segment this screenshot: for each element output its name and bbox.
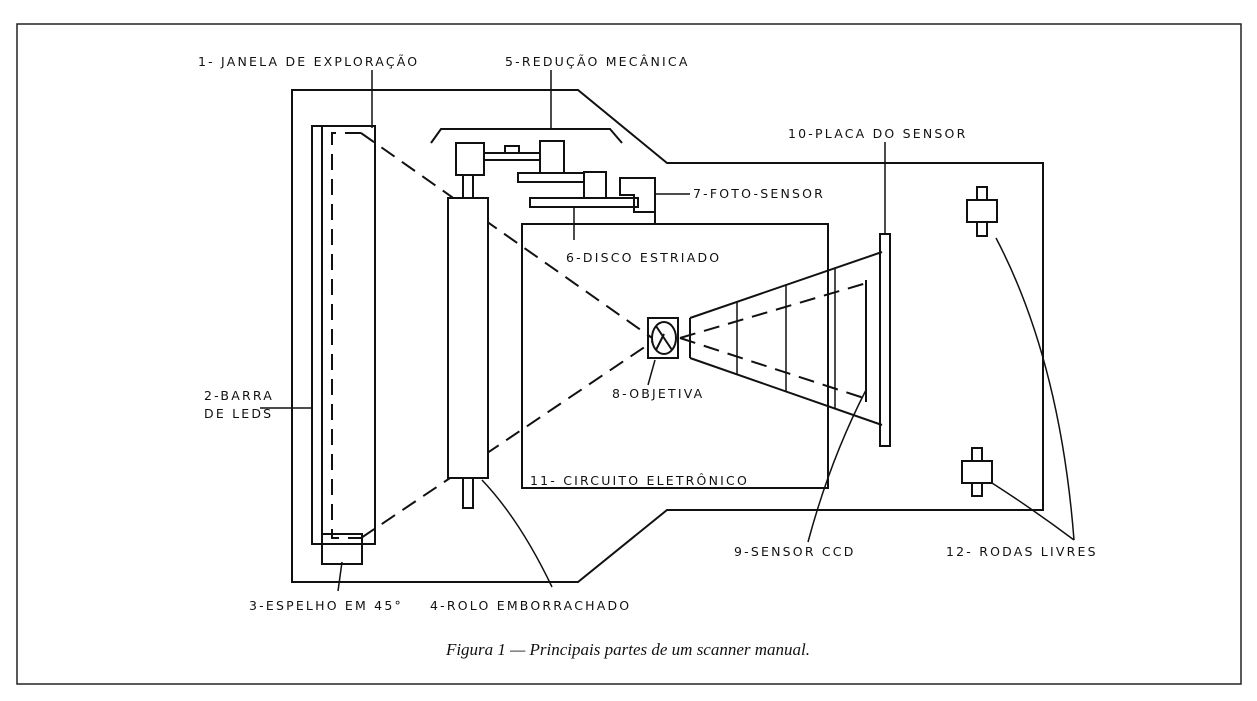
reduction-housing [430, 128, 623, 144]
photo-sensor [619, 177, 656, 224]
gear-link [483, 152, 541, 161]
objective-housing [647, 317, 679, 359]
wheel-lower [961, 447, 993, 497]
optical-path-upper [360, 132, 656, 341]
scan-line [331, 132, 361, 539]
label-led-bar-line1: 2-BARRA [204, 388, 274, 403]
leader-8 [647, 359, 656, 386]
sensor-board [879, 233, 891, 447]
figure-frame [16, 23, 1242, 685]
label-photo-sensor: 7-FOTO-SENSOR [693, 186, 825, 201]
label-mechanical-reduction: 5-REDUÇÃO MECÂNICA [505, 54, 690, 69]
leader-3 [337, 561, 343, 592]
scanning-window [321, 125, 376, 545]
label-rubber-roller: 4-ROLO EMBORRACHADO [430, 598, 631, 613]
label-objective: 8-OBJETIVA [612, 386, 704, 401]
gear-upper [583, 171, 607, 199]
label-scanning-window: 1- JANELA DE EXPLORAÇÃO [198, 54, 419, 69]
objective-lens-mark [655, 325, 673, 351]
label-mirror-45: 3-ESPELHO EM 45° [249, 598, 403, 613]
scanner-body-outline [291, 89, 1044, 583]
label-electronic-circuit: 11- CIRCUITO ELETRÔNICO [530, 473, 749, 488]
label-ccd-sensor: 9-SENSOR CCD [734, 544, 856, 559]
leader-12a [995, 237, 1075, 541]
wheel-upper [966, 186, 998, 237]
slotted-disk [529, 197, 639, 208]
rubber-roller [447, 197, 489, 479]
gear-left [455, 142, 485, 176]
leader-4 [481, 479, 553, 588]
label-led-bar-line2: DE LEDS [204, 406, 273, 421]
figure-caption: Figura 1 — Principais partes de um scann… [445, 640, 810, 659]
gear-right [539, 140, 565, 174]
leader-12b [991, 482, 1075, 541]
led-bar [311, 125, 323, 545]
optical-path-lower [360, 339, 656, 539]
leader-9 [807, 389, 867, 543]
circuit-board [521, 223, 829, 489]
sensor-beam-upper [679, 281, 871, 339]
label-free-wheels: 12- RODAS LIVRES [946, 544, 1098, 559]
gear-small [504, 145, 520, 154]
roller-shaft-bottom [462, 477, 474, 509]
sensor-beam-lower [679, 337, 871, 401]
label-slotted-disk: 6-DISCO ESTRIADO [566, 250, 721, 265]
gear-bar [517, 172, 593, 183]
label-sensor-board: 10-PLACA DO SENSOR [788, 126, 967, 141]
